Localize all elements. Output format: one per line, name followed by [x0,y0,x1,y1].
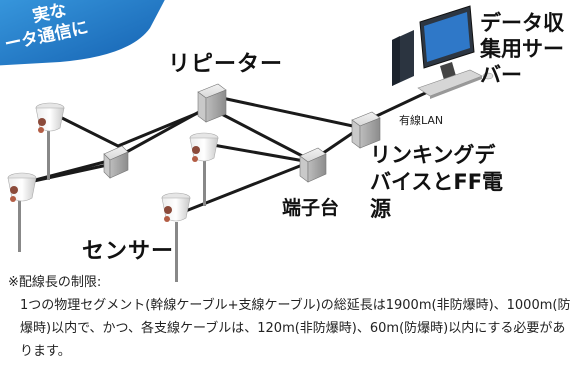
sensor-4 [161,192,191,282]
repeater-device [197,83,227,123]
wiring-length-note: ※配線長の制限: 1つの物理セグメント(幹線ケーブル+支線ケーブル)の総延長は1… [8,271,573,363]
linking-device-label: リンキングデバイスとFF電源 [370,143,504,221]
terminal-block-mid [299,147,327,183]
cable-repeater-to-terminal-left [208,106,312,162]
cable-sensor1-to-repeater [56,106,212,148]
cable-linking-to-server [366,86,438,122]
server-computer [392,5,494,99]
note-body: 1つの物理セグメント(幹線ケーブル+支線ケーブル)の総延長は1900m(非防爆時… [20,298,571,359]
sensor-1 [35,102,65,180]
sensor-2 [7,172,37,252]
note-title: ※配線長の制限: [8,275,102,290]
cable-terminal-mid-to-sensor4 [176,160,312,216]
sensor-label: センサー [82,239,175,264]
server-label: データ収集用サーバー [480,11,564,87]
sensor-3 [189,132,219,206]
banner-ribbon: 実な ータ通信に [0,0,165,66]
cable-trunk-left [110,104,212,162]
linking-device [351,111,381,149]
repeater-label: リピーター [168,52,284,77]
terminal-block-left [103,145,129,179]
cable-repeater-to-linking [220,96,364,130]
terminal-block-label: 端子台 [282,197,340,219]
wired-lan-label: 有線LAN [399,114,444,127]
